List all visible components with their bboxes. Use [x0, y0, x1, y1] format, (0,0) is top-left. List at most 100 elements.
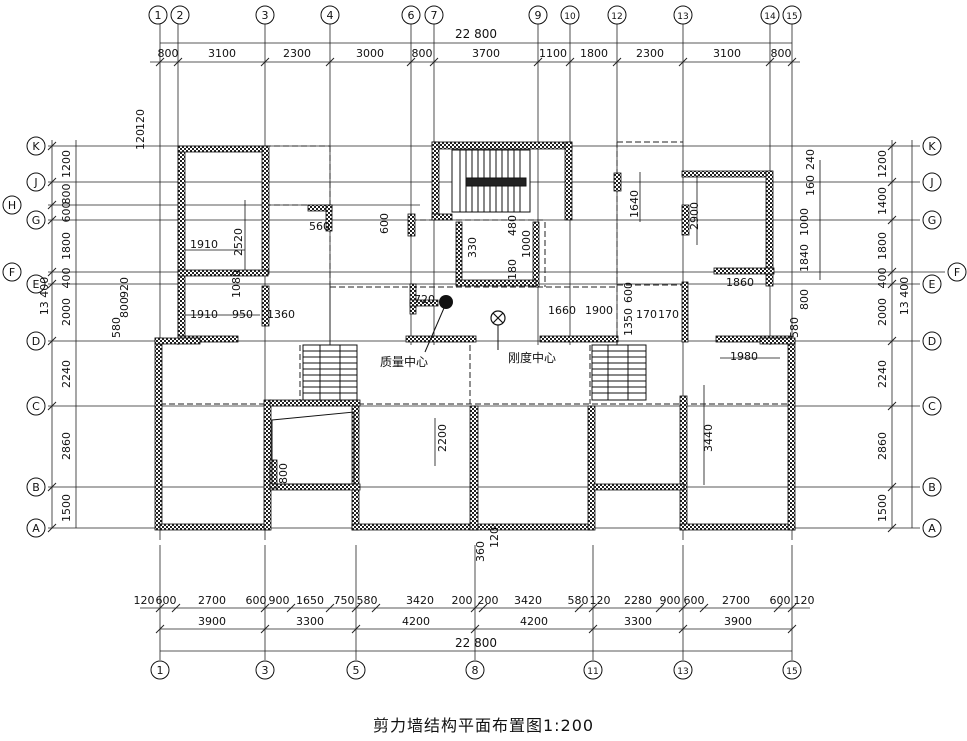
- axis-label-left: E: [33, 278, 40, 291]
- dim-left: 400: [60, 268, 73, 289]
- dim-bottom-2: 3300: [296, 615, 324, 628]
- dim-bottom-2: 3900: [198, 615, 226, 628]
- dim-top-total: 22 800: [455, 27, 497, 41]
- left-dimensions: 1200 800 600 1800 400 2000 2240 2860 150…: [38, 150, 73, 522]
- dim-bottom: 200: [478, 594, 499, 607]
- axis-label-top: 9: [535, 9, 542, 22]
- dim-inner: 170: [658, 308, 679, 321]
- dim-inner: 1980: [730, 350, 758, 363]
- axis-label-bottom: 1: [157, 664, 164, 677]
- axis-label-left: G: [32, 214, 41, 227]
- dim-top: 3100: [713, 47, 741, 60]
- axis-label-top: 14: [764, 12, 776, 22]
- dim-left: 600: [60, 202, 73, 223]
- dim-inner: 240: [804, 149, 817, 170]
- dim-right: 2000: [876, 298, 889, 326]
- dim-inner: 720: [414, 293, 435, 306]
- dim-inner: 2200: [436, 424, 449, 452]
- axis-bubble-labels: 1 2 3 4 6 7 9 10 12 13 14 15 1 3 5 8 11 …: [8, 9, 960, 677]
- axis-label-right: B: [928, 481, 936, 494]
- dim-top: 3000: [356, 47, 384, 60]
- dim-inner: 2520: [232, 228, 245, 256]
- axis-label-bottom: 11: [587, 667, 598, 677]
- dim-inner: 120: [488, 527, 501, 548]
- dim-inner: 120: [134, 109, 147, 130]
- dim-inner: 800: [798, 289, 811, 310]
- dim-inner: 1660: [548, 304, 576, 317]
- dim-bottom: 600: [684, 594, 705, 607]
- axis-label-top: 13: [677, 12, 688, 22]
- axis-label-right: F: [954, 266, 960, 279]
- drawing-caption: 剪力墙结构平面布置图1:200: [372, 716, 595, 735]
- dim-bottom: 3420: [514, 594, 542, 607]
- dim-bottom: 2700: [198, 594, 226, 607]
- dim-right: 400: [876, 268, 889, 289]
- bottom-dimensions: 120 600 2700 600 900 1650 750 580 3420 2…: [134, 594, 815, 650]
- stiffness-center-label: 刚度中心: [508, 350, 556, 365]
- dim-inner: 480: [506, 215, 519, 236]
- axis-label-top: 10: [564, 12, 576, 22]
- dim-inner: 580: [110, 317, 123, 338]
- dim-inner: 920: [118, 277, 131, 298]
- axis-bubbles: [2, 5, 967, 680]
- dim-bottom-2: 4200: [520, 615, 548, 628]
- axis-label-bottom: 13: [677, 667, 688, 677]
- dim-bottom: 120: [590, 594, 611, 607]
- dim-left: 2860: [60, 432, 73, 460]
- dim-bottom: 750: [334, 594, 355, 607]
- dim-right: 2240: [876, 360, 889, 388]
- dim-bottom: 580: [357, 594, 378, 607]
- mass-center-marker: [439, 295, 453, 309]
- axis-label-right: A: [928, 522, 936, 535]
- dim-top: 3700: [472, 47, 500, 60]
- axis-label-bottom: 3: [262, 664, 269, 677]
- dim-bottom: 600: [246, 594, 267, 607]
- dim-right: 1200: [876, 150, 889, 178]
- axis-label-top: 12: [611, 12, 622, 22]
- right-dimensions: 1200 1400 1800 400 2000 2240 2860 1500 1…: [876, 150, 911, 522]
- dim-top: 1100: [539, 47, 567, 60]
- axis-label-top: 3: [262, 9, 269, 22]
- dim-top: 800: [771, 47, 792, 60]
- dim-bottom: 580: [568, 594, 589, 607]
- dim-inner: 160: [804, 175, 817, 196]
- axis-label-left: B: [32, 481, 40, 494]
- axis-label-top: 2: [177, 9, 184, 22]
- axis-label-right: C: [928, 400, 936, 413]
- dim-right: 2860: [876, 432, 889, 460]
- axis-label-left: C: [32, 400, 40, 413]
- dim-bottom: 2700: [722, 594, 750, 607]
- dim-inner: 800: [118, 297, 131, 318]
- dim-inner: 1640: [628, 190, 641, 218]
- dim-left: 1200: [60, 150, 73, 178]
- detail-dimension-lines: [185, 160, 821, 485]
- dim-inner: 360: [474, 541, 487, 562]
- axis-label-right: D: [928, 335, 936, 348]
- dim-bottom: 120: [794, 594, 815, 607]
- top-dimensions: 22 800 800 3100 2300 3000 800 3700 1100 …: [158, 27, 792, 60]
- stairs: [271, 149, 647, 485]
- axis-label-top: 7: [431, 9, 438, 22]
- dim-bottom-2: 3900: [724, 615, 752, 628]
- dimension-lines: [51, 42, 913, 652]
- dimension-ticks: [47, 57, 897, 634]
- axis-label-right: J: [929, 176, 933, 189]
- dim-inner: 2900: [688, 202, 701, 230]
- axis-label-top: 4: [327, 9, 334, 22]
- axis-label-top: 1: [155, 9, 162, 22]
- dim-right: 1400: [876, 187, 889, 215]
- shear-walls: [154, 141, 796, 531]
- axis-label-left: A: [32, 522, 40, 535]
- dim-top: 3100: [208, 47, 236, 60]
- axis-label-bottom: 5: [353, 664, 360, 677]
- axis-label-bottom: 15: [786, 667, 797, 677]
- dim-inner: 600: [622, 282, 635, 303]
- dim-left: 2000: [60, 298, 73, 326]
- dim-left: 1500: [60, 494, 73, 522]
- inner-dimensions: 120 120 1910 2520 1910 950 1360 1080 920…: [110, 109, 817, 562]
- dim-bottom: 200: [452, 594, 473, 607]
- dim-bottom: 2280: [624, 594, 652, 607]
- dim-top: 2300: [283, 47, 311, 60]
- dim-bottom: 120: [134, 594, 155, 607]
